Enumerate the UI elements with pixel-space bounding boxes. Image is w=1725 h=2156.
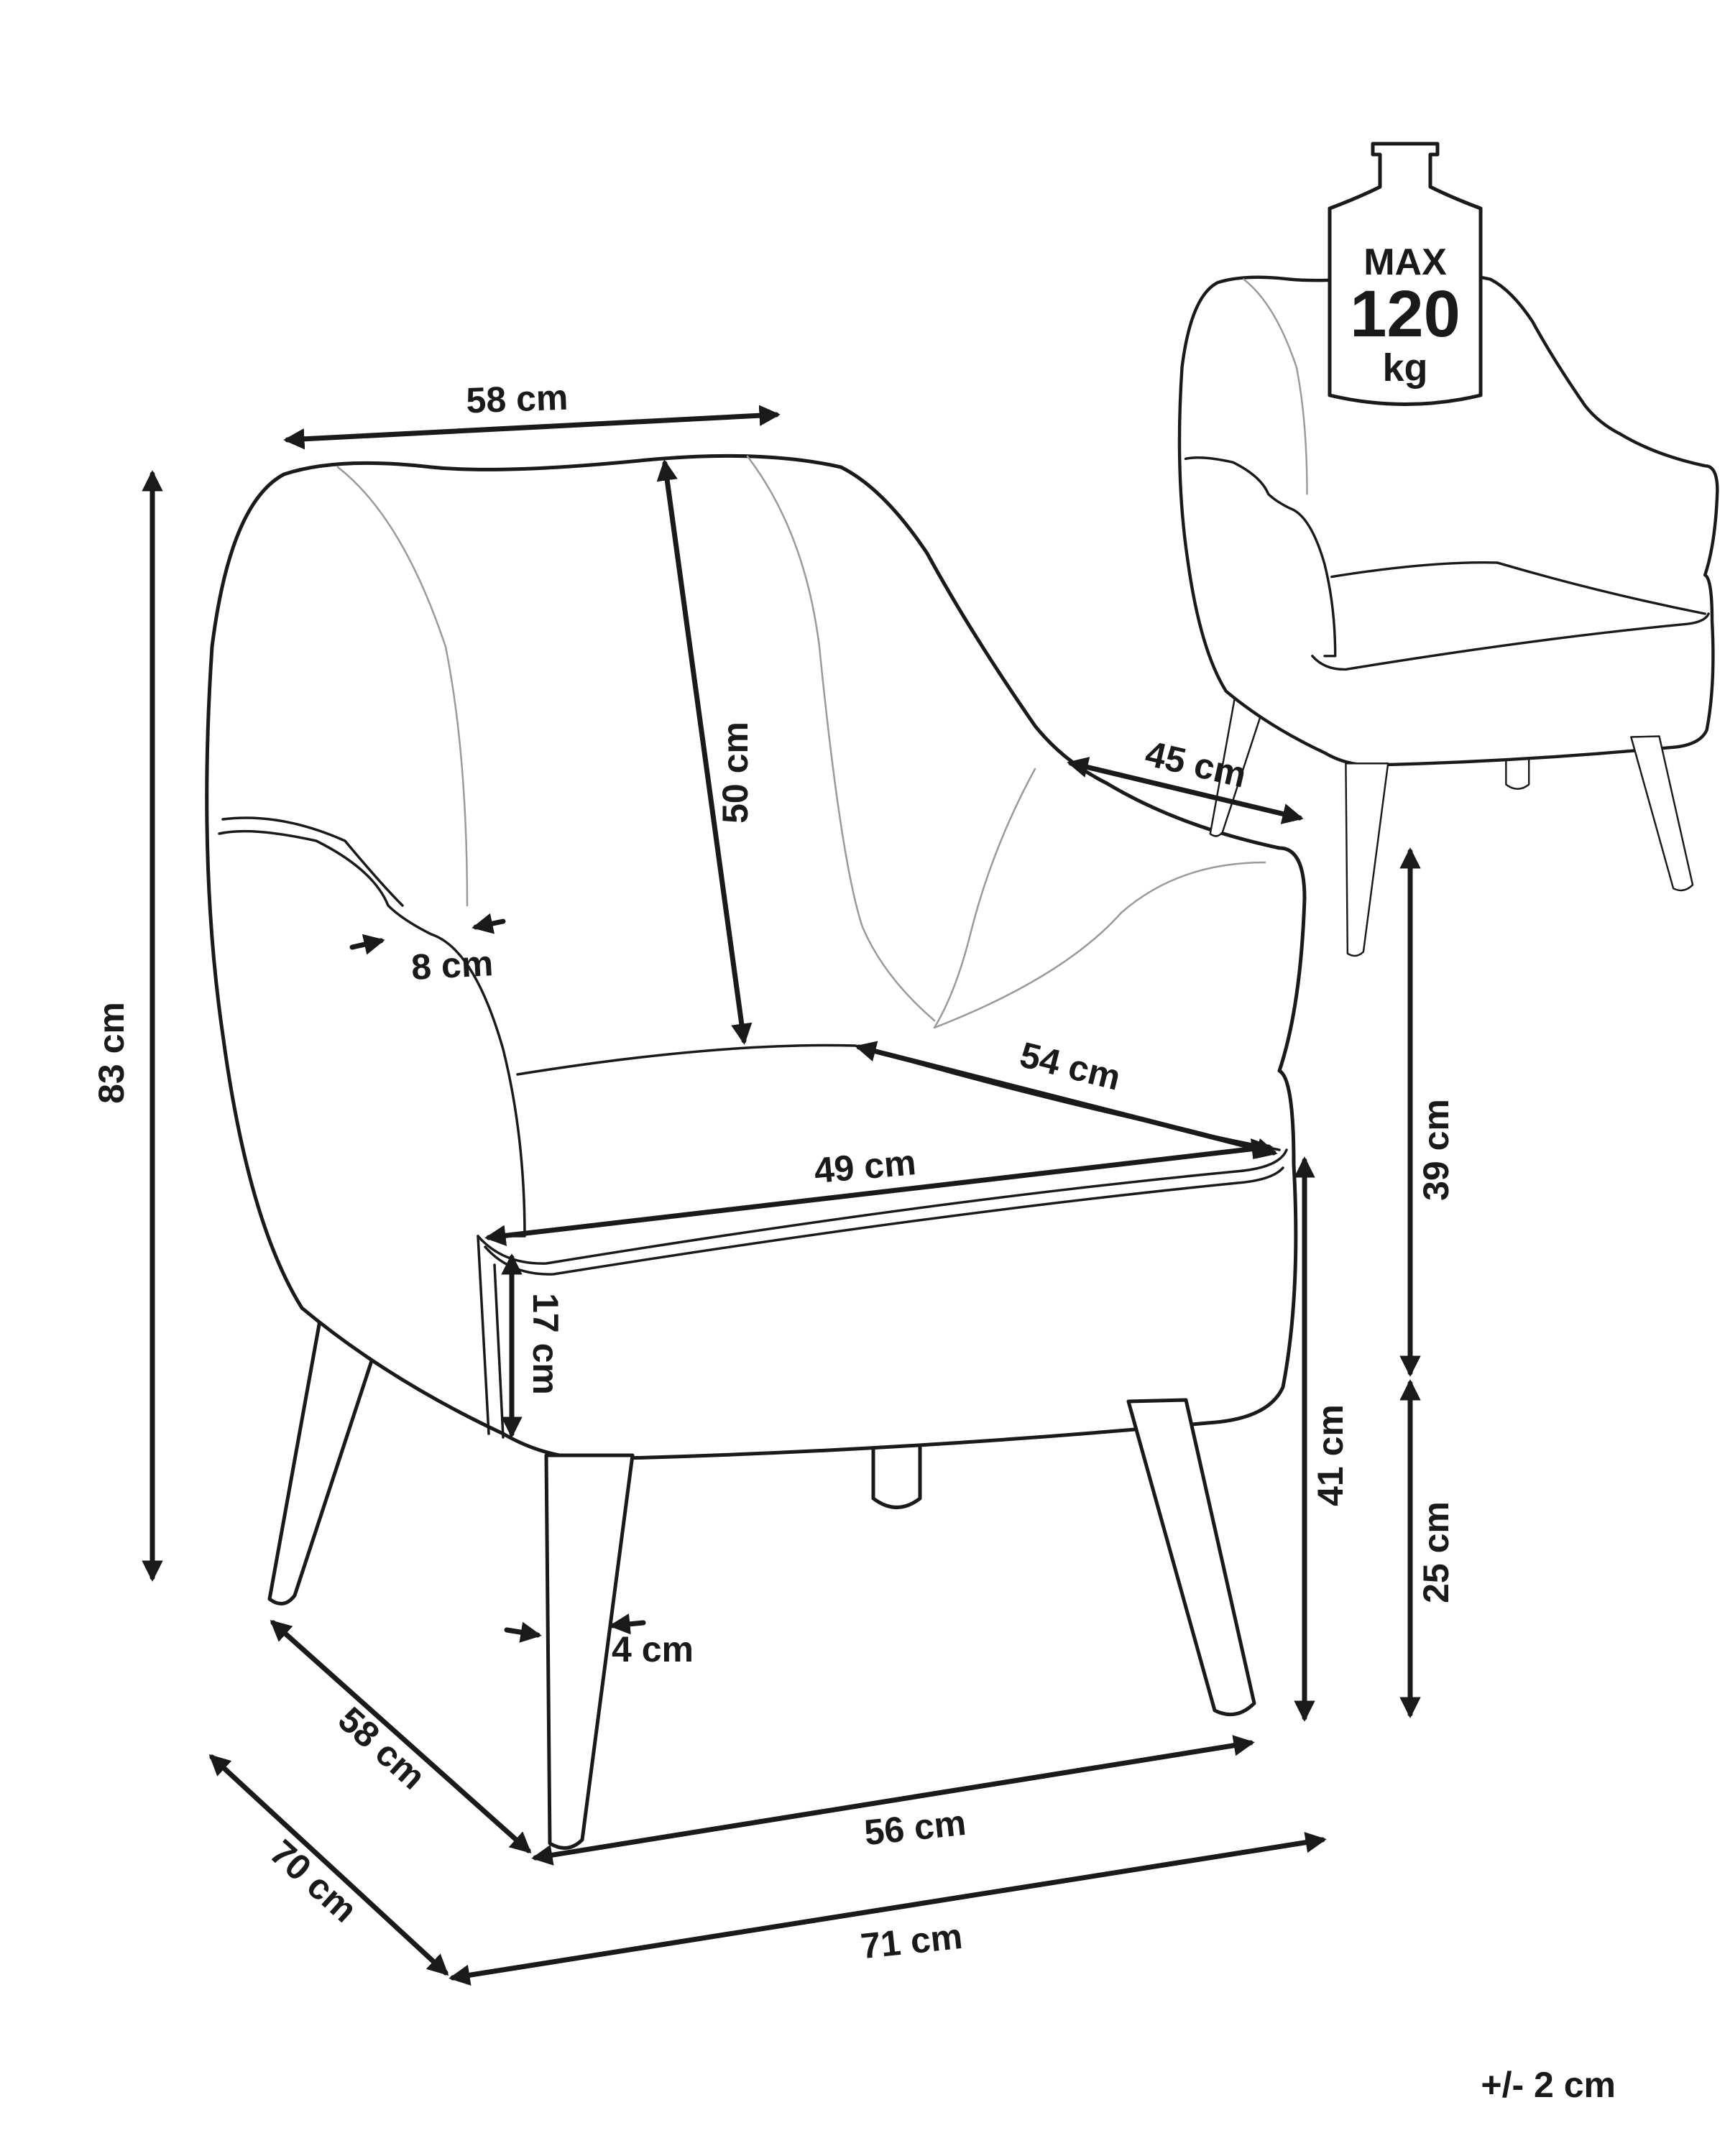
weight-icon — [1328, 142, 1483, 406]
left-armrest-edge — [221, 816, 404, 907]
backrest-seam — [336, 466, 469, 907]
label-seat-height: 41 cm — [1310, 1404, 1351, 1506]
right-armrest-seam — [933, 768, 1036, 1029]
dim-line-armrest-width-right — [472, 913, 506, 934]
small-backrest-seam — [1243, 278, 1308, 495]
label-backrest-height: 50 cm — [715, 722, 755, 824]
dim-line-seat-width — [484, 1138, 1273, 1246]
chair-body — [205, 453, 1307, 1461]
badge-line2: 120 — [1350, 277, 1460, 351]
label-total-width: 71 cm — [859, 1916, 965, 1967]
dim-line-total-width — [448, 1832, 1327, 1986]
dim-line-armrest-depth — [1067, 757, 1304, 824]
label-leg-width: 4 cm — [612, 1629, 694, 1669]
badge-line1: MAX — [1363, 241, 1447, 283]
dim-line-base-depth — [270, 1620, 532, 1853]
dim-line-armrest-width-left — [349, 934, 385, 955]
label-armrest-width: 8 cm — [410, 943, 494, 987]
small-seat-top — [1330, 561, 1706, 615]
label-backrest-width: 58 cm — [466, 377, 569, 421]
max-load-badge: MAX 120 kg — [1328, 142, 1483, 406]
tolerance-note: +/- 2 cm — [1481, 2065, 1616, 2105]
backrest-seam-right — [746, 455, 936, 1022]
small-seat-piping — [1311, 612, 1710, 671]
badge-line3: kg — [1382, 346, 1427, 390]
label-base-depth: 58 cm — [331, 1699, 433, 1797]
label-armrest-height: 39 cm — [1416, 1099, 1456, 1201]
dimension-lines — [142, 405, 1421, 1986]
small-front-right-leg — [1630, 735, 1694, 892]
dim-line-backrest-height — [656, 459, 753, 1045]
back-left-leg — [267, 1299, 382, 1606]
small-left-armrest — [1184, 456, 1337, 658]
label-leg-height: 25 cm — [1416, 1501, 1456, 1603]
label-base-width: 56 cm — [862, 1802, 968, 1853]
dim-line-total-depth — [208, 1754, 449, 1976]
dim-line-backrest-width — [283, 405, 781, 450]
right-armrest-inner — [933, 861, 1266, 1029]
dim-line-seat-depth — [855, 1041, 1278, 1159]
main-chair-drawing — [205, 453, 1307, 1850]
small-front-left-leg — [1345, 763, 1389, 957]
front-right-leg — [1126, 1398, 1256, 1717]
cushion-left-side — [477, 1235, 490, 1435]
label-cushion-height: 17 cm — [525, 1293, 566, 1395]
left-armrest-contour — [218, 829, 526, 1238]
label-seat-width: 49 cm — [812, 1142, 917, 1191]
small-chair-body — [1177, 272, 1719, 767]
label-total-height: 83 cm — [91, 1002, 132, 1104]
dim-line-leg-width-right — [609, 1613, 646, 1635]
dim-line-leg-width-left — [504, 1621, 542, 1643]
